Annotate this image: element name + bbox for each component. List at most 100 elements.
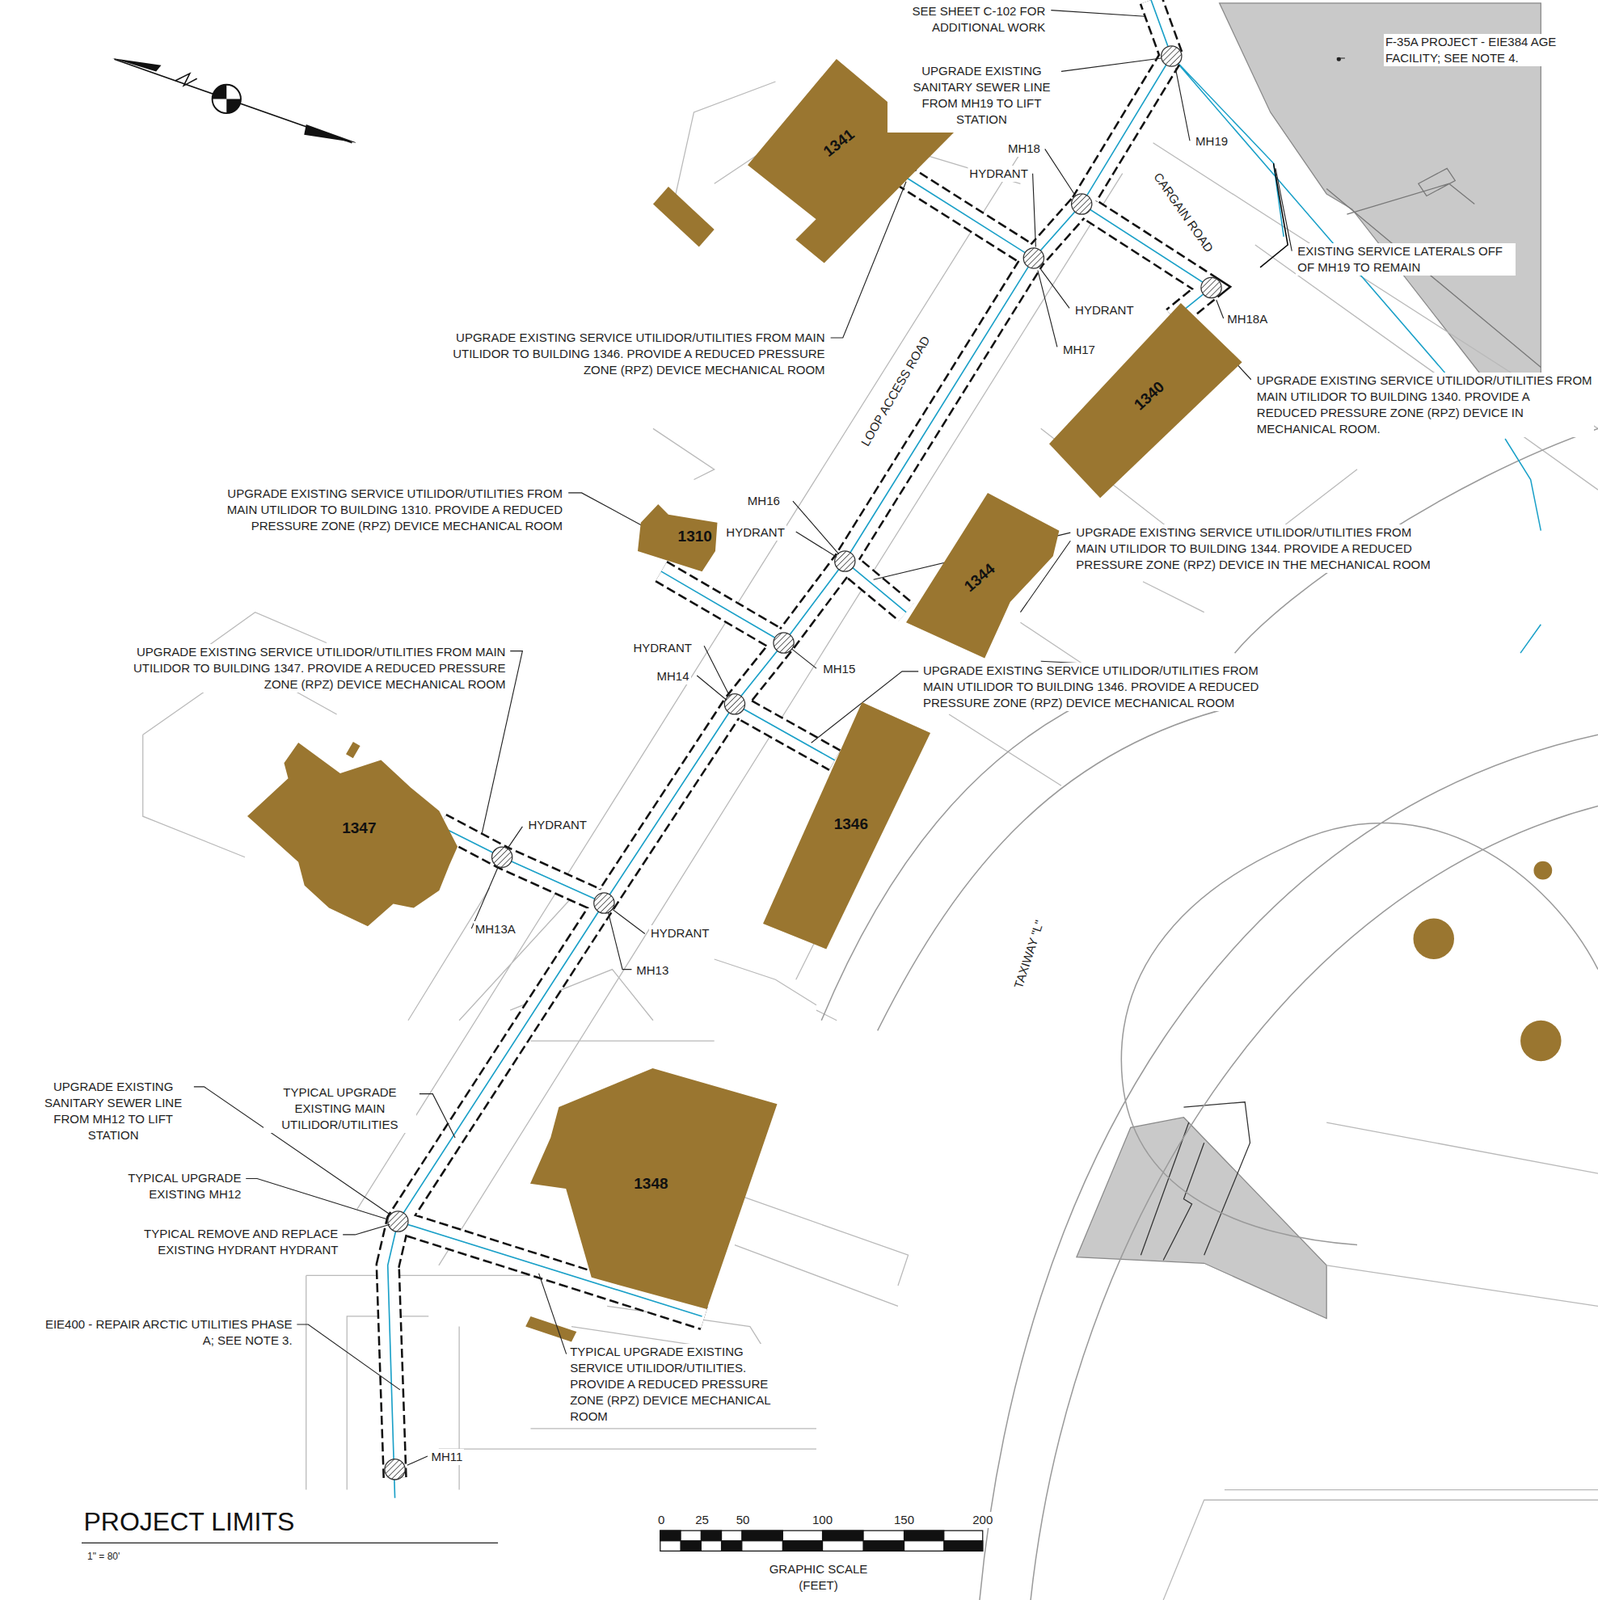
manhole-symbol [387, 1211, 409, 1232]
building-footprint: 1347 [247, 742, 458, 927]
manhole-symbols [384, 46, 1222, 1480]
callout-note: UPGRADE EXISTING SERVICE UTILIDOR/UTILIT… [197, 485, 565, 535]
callout-note: UPGRADE EXISTING SERVICE UTILIDOR/UTILIT… [418, 329, 827, 379]
building-footprint: 1310 [637, 504, 717, 572]
compass-quadrants [212, 84, 241, 114]
manhole-label: MH17 [1061, 341, 1097, 359]
callout-note: EIE400 - REPAIR ARCTIC UTILITIES PHASE A… [38, 1316, 295, 1350]
building-number: 1310 [678, 527, 713, 546]
north-arrow [112, 58, 358, 144]
scale-block [742, 1530, 783, 1542]
manhole-symbol [834, 551, 856, 572]
manhole-symbol [594, 893, 615, 914]
hydrant-label: HYDRANT [526, 817, 589, 834]
minor-structure [345, 742, 361, 759]
building-number: 1346 [834, 815, 869, 834]
manhole-label: MH16 [746, 493, 782, 510]
manhole-symbol [384, 1459, 405, 1480]
callout-note: UPGRADE EXISTING SERVICE UTILIDOR/UTILIT… [1255, 372, 1594, 438]
callout-note: SEE SHEET C-102 FOR ADDITIONAL WORK [873, 3, 1048, 36]
building-shape [763, 702, 931, 950]
apron-structure [1140, 1102, 1250, 1261]
existing-lateral-outline [1260, 163, 1288, 268]
manhole-label: MH19 [1193, 133, 1230, 150]
scale-block [944, 1541, 983, 1552]
corridor-core [387, 0, 1212, 1478]
tree-symbol [1412, 918, 1454, 960]
callout-note: TYPICAL REMOVE AND REPLACE EXISTING HYDR… [94, 1226, 340, 1259]
manhole-symbol [1201, 277, 1222, 298]
callout-note: UPGRADE EXISTING SANITARY SEWER LINE FRO… [35, 1079, 191, 1144]
building-shape [247, 742, 458, 927]
scale-block [782, 1541, 823, 1552]
hydrant-label: HYDRANT [1073, 302, 1136, 319]
scale-block [660, 1530, 681, 1542]
building-shape [906, 493, 1059, 659]
manhole-label: MH13 [634, 962, 671, 979]
scale-number: 0 [656, 1512, 667, 1529]
scale-block [721, 1541, 743, 1552]
graphic-scale [660, 1530, 983, 1552]
manhole-label: MH18 [1006, 140, 1042, 157]
corridor-outline [387, 0, 1212, 1478]
tree-symbol [1520, 1020, 1561, 1063]
callout-note: TYPICAL UPGRADE EXISTING MAIN UTILIDOR/U… [263, 1084, 417, 1134]
scale-block [863, 1541, 904, 1552]
scale-number: 25 [693, 1512, 711, 1529]
scale-block [822, 1530, 864, 1542]
callout-note: UPGRADE EXISTING SERVICE UTILIDOR/UTILIT… [921, 662, 1284, 712]
callout-note: UPGRADE EXISTING SERVICE UTILIDOR/UTILIT… [1074, 524, 1437, 574]
building-shape [637, 504, 717, 572]
building-footprint: 1340 [1049, 303, 1243, 498]
hydrant-label: HYDRANT [724, 524, 787, 541]
building-number: 1347 [341, 819, 376, 838]
scale-frame [660, 1530, 983, 1552]
utilidor-corridor [387, 0, 1212, 1499]
scale-number: 200 [970, 1512, 995, 1529]
minor-structure [653, 186, 715, 248]
building-number: 1348 [633, 1175, 668, 1194]
manhole-label: MH18A [1225, 311, 1270, 328]
tree-symbol [1533, 861, 1552, 881]
callout-note: F-35A PROJECT - EIE384 AGE FACILITY; SEE… [1383, 33, 1594, 67]
manhole-label: MH13A [473, 921, 518, 938]
manhole-symbol [1023, 248, 1044, 269]
hydrant-label: HYDRANT [967, 165, 1030, 182]
scale-block [700, 1530, 721, 1542]
callout-note: TYPICAL UPGRADE EXISTING MH12 [100, 1170, 244, 1203]
manhole-label: MH14 [654, 668, 691, 685]
building-footprint: 1344 [906, 493, 1059, 659]
callout-note: UPGRADE EXISTING SANITARY SEWER LINE FRO… [905, 63, 1059, 128]
apron-area [1076, 1117, 1327, 1320]
scale-caption: GRAPHIC SCALE (FEET) [757, 1561, 880, 1594]
scale-block [680, 1541, 701, 1552]
building-shape [1049, 303, 1243, 498]
manhole-symbol [724, 694, 745, 715]
north-arrow-tail [303, 124, 358, 144]
hydrant-label: HYDRANT [631, 640, 694, 657]
building-shape [530, 1068, 778, 1310]
callout-note: TYPICAL UPGRADE EXISTING SERVICE UTILIDO… [568, 1344, 788, 1426]
callout-note: EXISTING SERVICE LATERALS OFF OF MH19 TO… [1295, 243, 1515, 276]
leader-lines [193, 10, 1346, 1467]
manhole-symbol [492, 847, 513, 868]
minor-structure [525, 1316, 577, 1343]
manhole-symbol [773, 632, 794, 654]
scale-number: 150 [892, 1512, 916, 1529]
utility-centerline [387, 0, 1212, 1499]
site-linework [143, 81, 1598, 1600]
manhole-label: MH11 [429, 1449, 464, 1466]
compass-rose [212, 84, 241, 114]
road-name: TAXIWAY "L" [1009, 916, 1048, 992]
scale-number: 100 [810, 1512, 835, 1529]
taxiway-edges [821, 428, 1598, 1600]
manhole-symbol [1071, 193, 1093, 215]
leader-dot [1336, 57, 1341, 62]
scale-number: 50 [734, 1512, 752, 1529]
hydrant-label: HYDRANT [649, 925, 712, 942]
title-rule [81, 1543, 498, 1544]
callout-note: UPGRADE EXISTING SERVICE UTILIDOR/UTILIT… [98, 644, 507, 693]
north-letter-mark [175, 73, 198, 86]
manhole-symbol [1161, 46, 1182, 67]
building-footprint: 1348 [530, 1068, 778, 1310]
